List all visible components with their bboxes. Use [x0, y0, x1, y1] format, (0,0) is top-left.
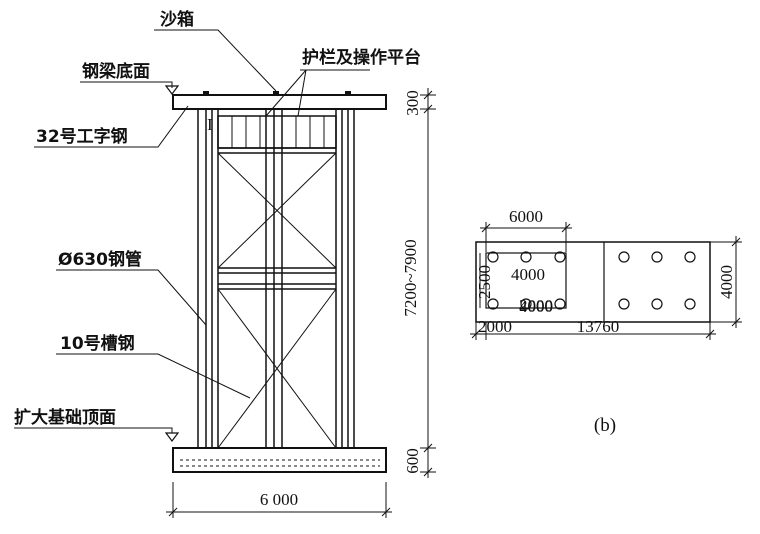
label-channel-steel: 10号槽钢	[60, 333, 135, 354]
foundation-block	[172, 447, 387, 473]
dim-middle-height: 7200~7900	[401, 239, 420, 316]
plan-dim-2500: 2500	[475, 265, 494, 299]
sand-box-3	[345, 91, 351, 95]
label-i-beam: 32号工字钢	[36, 126, 128, 147]
left-piles	[487, 251, 566, 310]
top-beam	[172, 94, 387, 110]
plan-outline	[475, 241, 711, 323]
tower-elevation: I	[14, 9, 436, 518]
figure-caption-b: (b)	[594, 415, 616, 436]
width-dimension	[166, 482, 392, 518]
plan-dim-2000-mid: 2000	[519, 296, 553, 315]
railing-platform: I	[207, 115, 337, 149]
label-steel-pipe: Ø630钢管	[58, 249, 142, 270]
channel-ties	[218, 147, 336, 290]
vertical-dimension	[420, 88, 436, 478]
label-beam-bottom: 钢梁底面	[82, 61, 150, 82]
foundation-plan: 6000 4000 4000 2000 2500 2000 13760 4000	[470, 207, 742, 436]
label-foundation-top: 扩大基础顶面	[14, 407, 116, 428]
plan-dim-4000-right: 4000	[717, 265, 736, 299]
plan-dim-4000-b: 4000	[519, 297, 553, 316]
plan-dim-13760: 13760	[577, 317, 620, 336]
small-i-mark: I	[207, 115, 213, 134]
dim-bottom-600: 600	[403, 448, 422, 474]
sand-box-1	[203, 91, 209, 95]
plan-dim-4000-a: 4000	[511, 265, 545, 284]
foundation-level-marker	[164, 432, 180, 442]
label-railing: 护栏及操作平台	[302, 47, 421, 68]
cross-bracing	[217, 152, 337, 449]
steel-pipes	[197, 109, 355, 448]
plan-top-dimension	[480, 222, 572, 252]
sand-box-2	[273, 91, 279, 95]
right-piles	[618, 251, 696, 310]
label-sand-box: 沙箱	[160, 9, 194, 30]
dim-top-300: 300	[403, 90, 422, 116]
leader-lines	[14, 29, 370, 433]
plan-right-dimension	[710, 236, 742, 328]
plan-bottom-dimension	[470, 322, 716, 340]
plan-inner-rect	[485, 252, 567, 309]
plan-dim-2000: 2000	[478, 317, 512, 336]
plan-dim-6000: 6000	[509, 207, 543, 226]
dim-width-6000: 6 000	[260, 490, 298, 509]
